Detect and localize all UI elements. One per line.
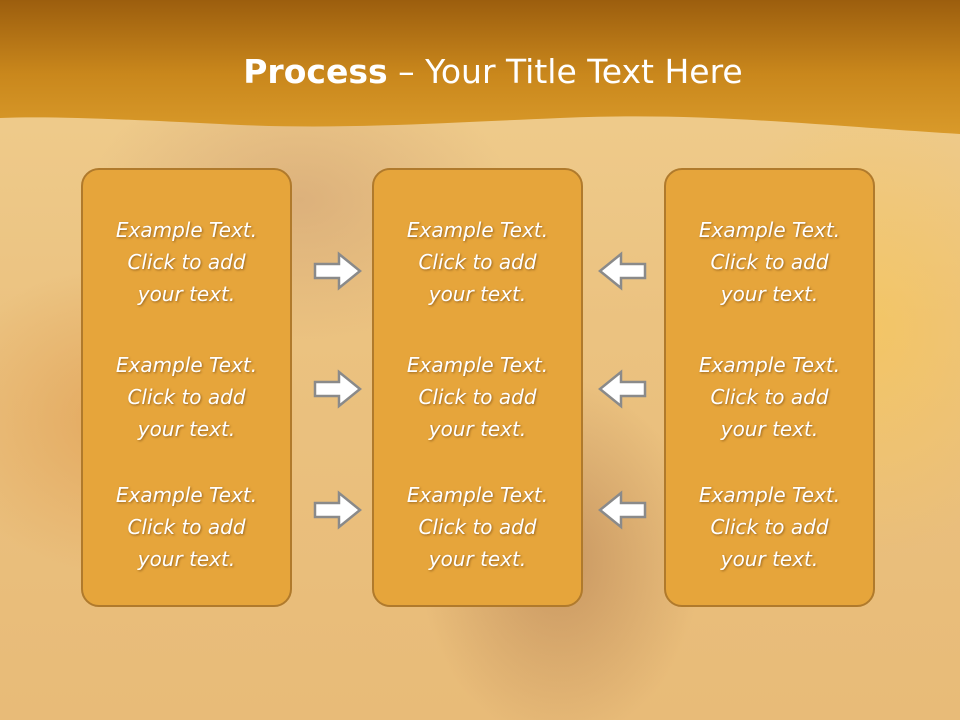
text-line: your text. (720, 282, 819, 306)
right-arrow-icon[interactable] (313, 251, 363, 291)
right-arrow-icon[interactable] (313, 369, 363, 409)
text-placeholder[interactable]: Example Text. Click to add your text. (374, 479, 581, 575)
text-line: your text. (428, 417, 527, 441)
left-arrow-icon[interactable] (597, 369, 647, 409)
text-line: Example Text. (406, 483, 549, 507)
text-placeholder[interactable]: Example Text. Click to add your text. (83, 214, 290, 310)
header-band (0, 0, 960, 134)
title-bold: Process (243, 52, 388, 91)
process-box-1[interactable]: Example Text. Click to add your text. Ex… (81, 168, 292, 607)
left-arrow-icon[interactable] (597, 490, 647, 530)
text-placeholder[interactable]: Example Text. Click to add your text. (666, 349, 873, 445)
text-line: Click to add (127, 250, 246, 274)
text-line: your text. (137, 547, 236, 571)
text-line: Example Text. (698, 483, 841, 507)
text-line: Click to add (418, 250, 537, 274)
process-box-3[interactable]: Example Text. Click to add your text. Ex… (664, 168, 875, 607)
text-line: Click to add (710, 250, 829, 274)
text-line: Click to add (418, 515, 537, 539)
text-line: your text. (720, 547, 819, 571)
text-line: Example Text. (115, 353, 258, 377)
text-placeholder[interactable]: Example Text. Click to add your text. (666, 479, 873, 575)
text-placeholder[interactable]: Example Text. Click to add your text. (83, 349, 290, 445)
text-line: Example Text. (406, 218, 549, 242)
text-line: Example Text. (698, 353, 841, 377)
text-line: your text. (720, 417, 819, 441)
process-box-2[interactable]: Example Text. Click to add your text. Ex… (372, 168, 583, 607)
title-rest: – Your Title Text Here (387, 52, 743, 91)
right-arrow-icon[interactable] (313, 490, 363, 530)
text-line: Example Text. (115, 483, 258, 507)
text-line: Example Text. (406, 353, 549, 377)
text-line: your text. (428, 547, 527, 571)
text-line: Click to add (710, 515, 829, 539)
text-line: Example Text. (698, 218, 841, 242)
text-line: your text. (428, 282, 527, 306)
text-placeholder[interactable]: Example Text. Click to add your text. (83, 479, 290, 575)
text-line: Click to add (127, 515, 246, 539)
text-line: Click to add (127, 385, 246, 409)
text-placeholder[interactable]: Example Text. Click to add your text. (374, 214, 581, 310)
left-arrow-icon[interactable] (597, 251, 647, 291)
text-placeholder[interactable]: Example Text. Click to add your text. (666, 214, 873, 310)
text-line: Click to add (418, 385, 537, 409)
text-line: your text. (137, 417, 236, 441)
slide-title[interactable]: Process – Your Title Text Here (0, 52, 960, 91)
text-line: Click to add (710, 385, 829, 409)
text-line: Example Text. (115, 218, 258, 242)
text-line: your text. (137, 282, 236, 306)
text-placeholder[interactable]: Example Text. Click to add your text. (374, 349, 581, 445)
